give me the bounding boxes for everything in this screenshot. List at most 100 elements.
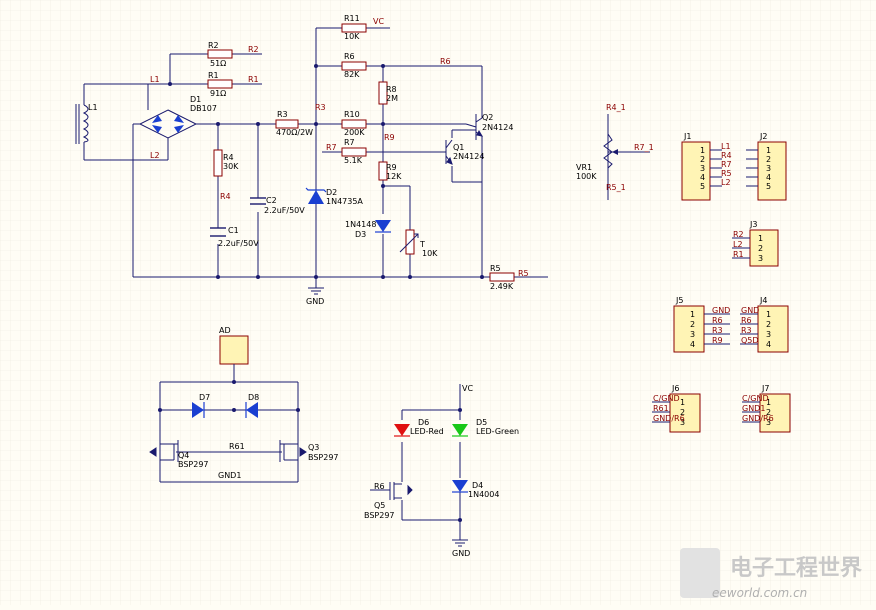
resistor-r5 xyxy=(489,272,515,282)
net-label-j6-3: GND/R6 xyxy=(653,414,685,423)
pin-j2-3: 3 xyxy=(766,164,771,173)
net-l1: L1 xyxy=(150,75,160,84)
label-r6: R6 xyxy=(344,52,355,61)
mosfet-q4 xyxy=(149,440,179,462)
net-r9: R9 xyxy=(384,133,395,142)
net-label-j1-2: R4 xyxy=(721,151,732,160)
label-q4: Q4 xyxy=(178,451,189,460)
label-d6: D6 xyxy=(418,418,429,427)
label-d7: D7 xyxy=(199,393,210,402)
label-q1-value: 2N4124 xyxy=(453,152,484,161)
label-d2-value: 1N4735A xyxy=(326,197,363,206)
pin-j7-1: 1 xyxy=(766,398,771,407)
label-gnd-bottom: GND xyxy=(452,549,470,558)
net-label-j7-2: GND1 xyxy=(742,404,765,413)
net-label-j1-5: L2 xyxy=(721,178,731,187)
pin-j4-1: 1 xyxy=(766,310,771,319)
label-j3: J3 xyxy=(749,220,757,229)
label-r1: R1 xyxy=(208,71,219,80)
label-j2: J2 xyxy=(759,132,767,141)
label-r3: R3 xyxy=(277,110,288,119)
label-d1-value: DB107 xyxy=(190,104,217,113)
label-r11: R11 xyxy=(344,14,360,23)
connector-j4 xyxy=(740,305,789,353)
label-t-value: 10K xyxy=(422,249,438,258)
net-label-j6-1: C/GND xyxy=(653,394,680,403)
net-r7: R7 xyxy=(326,143,337,152)
net-r3: R3 xyxy=(315,103,326,112)
watermark-en: eeworld.com.cn xyxy=(712,586,807,600)
pin-j3-2: 2 xyxy=(758,244,763,253)
connector-pins-layer: 12345L1R4R7R5L212345123R2L2R11234GNDR6R3… xyxy=(653,142,774,427)
label-d3: D3 xyxy=(355,230,366,239)
net-label-j1-1: L1 xyxy=(721,142,731,151)
diode-d7 xyxy=(192,402,205,418)
resistor-r8 xyxy=(378,81,388,105)
net-label-j4-1: GND xyxy=(741,306,759,315)
resistor-r1 xyxy=(207,79,233,89)
pin-j1-5: 5 xyxy=(700,182,705,191)
net-r2: R2 xyxy=(248,45,259,54)
pin-j2-4: 4 xyxy=(766,173,771,182)
label-q3: Q3 xyxy=(308,443,319,452)
label-r7-value: 5.1K xyxy=(344,156,363,165)
label-d8: D8 xyxy=(248,393,259,402)
connector-j3 xyxy=(732,229,779,267)
net-label-j4-2: R6 xyxy=(741,316,752,325)
net-label-j3-3: R1 xyxy=(733,250,744,259)
zener-diode-d2 xyxy=(305,187,327,204)
mosfet-q3 xyxy=(279,440,307,462)
label-r5: R5 xyxy=(490,264,501,273)
main-wires xyxy=(83,27,548,288)
pin-j5-1: 1 xyxy=(690,310,695,319)
diode-d8 xyxy=(245,402,258,418)
label-r4-value: 30K xyxy=(223,162,239,171)
pin-j6-3: 3 xyxy=(680,418,685,427)
label-r2-value: 51Ω xyxy=(210,59,226,68)
led-block-wires xyxy=(370,384,468,547)
label-q2-value: 2N4124 xyxy=(482,123,513,132)
resistor-r4 xyxy=(213,149,223,177)
pin-j6-2: 2 xyxy=(680,408,685,417)
label-j4: J4 xyxy=(759,296,767,305)
label-r61: R61 xyxy=(229,442,245,451)
resistor-r6 xyxy=(341,61,367,71)
label-gnd: GND xyxy=(306,297,324,306)
label-q5: Q5 xyxy=(374,501,385,510)
net-label-j5-4: R9 xyxy=(712,336,723,345)
label-d3-value: 1N4148 xyxy=(345,220,376,229)
mosfet-q5 xyxy=(389,482,413,500)
label-d4: D4 xyxy=(472,481,483,490)
pin-j1-1: 1 xyxy=(700,146,705,155)
pin-j5-2: 2 xyxy=(690,320,695,329)
net-label-j3-2: L2 xyxy=(733,240,743,249)
thermistor-arrow xyxy=(399,233,419,253)
label-r10-value: 200K xyxy=(344,128,365,137)
net-label-j7-3: GND/R6 xyxy=(742,414,774,423)
net-r5-1: R5_1 xyxy=(606,183,626,192)
connector-j7 xyxy=(742,393,791,433)
net-label-j4-4: Q5D xyxy=(741,336,759,345)
pin-j7-3: 3 xyxy=(766,418,771,427)
label-r9-value: 12K xyxy=(386,172,402,181)
resistor-r3 xyxy=(275,119,299,129)
net-label-j5-2: R6 xyxy=(712,316,723,325)
resistor-r11 xyxy=(341,23,367,33)
net-label-j7-1: C/GND xyxy=(742,394,769,403)
labels-layer: R11 10K VC R2 51Ω R2 R1 91Ω R1 R6 82K R6… xyxy=(88,14,769,558)
transistor-q1 xyxy=(440,139,453,165)
label-r7: R7 xyxy=(344,138,355,147)
pin-j1-2: 2 xyxy=(700,155,705,164)
label-t: T xyxy=(419,240,425,249)
resistor-r7 xyxy=(341,147,367,157)
label-r5-value: 2.49K xyxy=(490,282,514,291)
net-label-j1-4: R5 xyxy=(721,169,732,178)
net-label-j3-1: R2 xyxy=(733,230,744,239)
net-r5: R5 xyxy=(518,269,529,278)
ground-symbol xyxy=(308,287,324,295)
label-j1: J1 xyxy=(683,132,691,141)
label-d5: D5 xyxy=(476,418,487,427)
label-vr1: VR1 xyxy=(576,163,592,172)
label-r11-value: 10K xyxy=(344,32,360,41)
